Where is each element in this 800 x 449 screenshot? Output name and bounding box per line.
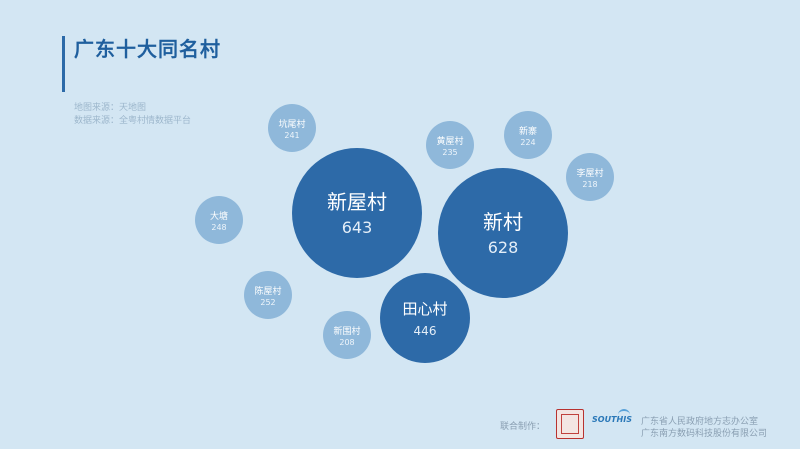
bubble-value: 235 bbox=[442, 148, 457, 157]
bubble-label: 新寨 bbox=[519, 125, 537, 137]
bubble-label: 坑尾村 bbox=[278, 118, 305, 130]
page-title: 广东十大同名村 bbox=[74, 37, 221, 61]
bubble-label: 新屋村 bbox=[327, 190, 387, 214]
bubble-circle bbox=[244, 271, 292, 319]
bubble-value: 643 bbox=[342, 218, 373, 237]
bubble-2: 新村 628 bbox=[438, 168, 568, 298]
bubble-value: 208 bbox=[339, 338, 354, 347]
bubble-label: 黄屋村 bbox=[436, 135, 463, 147]
org-name-1: 广东省人民政府地方志办公室 bbox=[641, 417, 759, 427]
data-source-note: 数据来源：全粤村情数据平台 bbox=[74, 116, 192, 126]
bubble-label: 新村 bbox=[483, 210, 523, 234]
map-source-note: 地图来源：天地图 bbox=[74, 103, 147, 113]
bubble-label: 田心村 bbox=[402, 300, 447, 318]
org-name-2: 广东南方数码科技股份有限公司 bbox=[641, 429, 768, 439]
bubble-3: 田心村 446 bbox=[380, 273, 470, 363]
bubble-circle bbox=[380, 273, 470, 363]
bubble-value: 446 bbox=[414, 324, 437, 338]
bubble-value: 252 bbox=[260, 298, 275, 307]
bubble-label: 大塘 bbox=[210, 210, 228, 222]
bubble-1: 新屋村 643 bbox=[292, 148, 422, 278]
bubble-circle bbox=[504, 111, 552, 159]
bubble-circle bbox=[426, 121, 474, 169]
bubble-label: 李屋村 bbox=[576, 167, 603, 179]
seal-logo bbox=[556, 409, 584, 439]
bubble-value: 241 bbox=[284, 131, 299, 140]
bubble-label: 陈屋村 bbox=[254, 285, 281, 297]
bubble-circle bbox=[323, 311, 371, 359]
title-accent-bar bbox=[62, 36, 65, 92]
southis-swoosh-icon bbox=[618, 409, 630, 421]
footer-label: 联合制作： bbox=[500, 422, 546, 432]
southis-logo: SOUTHIS bbox=[592, 415, 632, 424]
bubble-circle bbox=[292, 148, 422, 278]
bubble-circle bbox=[195, 196, 243, 244]
bubble-circle bbox=[438, 168, 568, 298]
bubble-circle bbox=[566, 153, 614, 201]
bubble-value: 628 bbox=[488, 238, 519, 257]
bubble-value: 248 bbox=[211, 223, 226, 232]
bubble-label: 新围村 bbox=[333, 325, 360, 337]
bubble-value: 224 bbox=[520, 138, 535, 147]
bubble-circle bbox=[268, 104, 316, 152]
bubble-value: 218 bbox=[582, 180, 597, 189]
